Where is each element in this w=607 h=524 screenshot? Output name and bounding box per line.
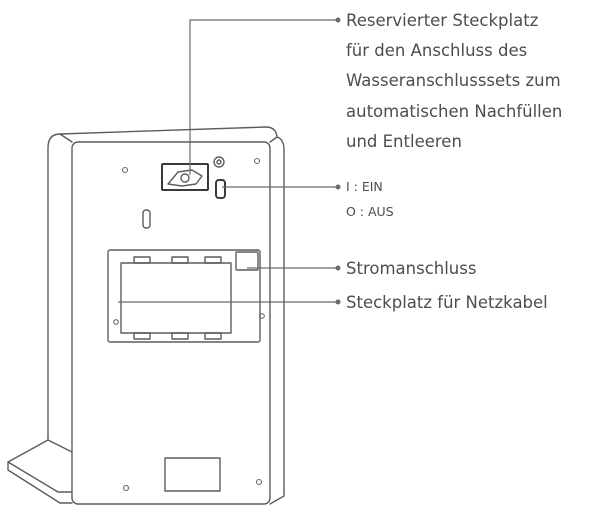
bottom-cover (164, 457, 221, 492)
screw-top-right (253, 157, 261, 165)
label-switch-on: I : EIN (346, 179, 383, 194)
screw-bottom-left (122, 484, 130, 492)
leader-cable-slot (118, 299, 341, 305)
body-right-side (269, 136, 285, 505)
screw-bottom-right (255, 478, 263, 486)
body-top-edge (59, 126, 278, 138)
power-switch (215, 179, 226, 199)
water-kit-slot (161, 163, 209, 191)
label-water-slot-line-3: Wasseranschlusssets zum (346, 71, 561, 90)
knob-icon (213, 156, 225, 168)
label-water-slot: Reservierter Steckplatz für den Anschlus… (346, 11, 562, 151)
label-water-slot-line-2: für den Anschluss des (346, 41, 527, 60)
label-cable-slot: Steckplatz für Netzkabel (346, 293, 548, 312)
label-water-slot-line-1: Reservierter Steckplatz (346, 11, 538, 30)
vent-slot (142, 209, 151, 229)
leader-water-slot (189, 17, 341, 175)
label-switch-off: O : AUS (346, 204, 394, 219)
base-ramp (7, 439, 73, 504)
body-back-panel (71, 141, 271, 505)
leader-power-port (247, 265, 341, 271)
cable-recess (107, 249, 261, 343)
label-power-port: Stromanschluss (346, 259, 476, 278)
label-water-slot-line-4: automatischen Nachfüllen (346, 102, 562, 121)
screw-top-left (121, 166, 129, 174)
label-water-slot-line-5: und Entleeren (346, 132, 462, 151)
body-left-side (47, 133, 73, 441)
power-connector (235, 251, 259, 271)
leader-switch (222, 184, 341, 190)
screw-mid-left (113, 319, 119, 325)
